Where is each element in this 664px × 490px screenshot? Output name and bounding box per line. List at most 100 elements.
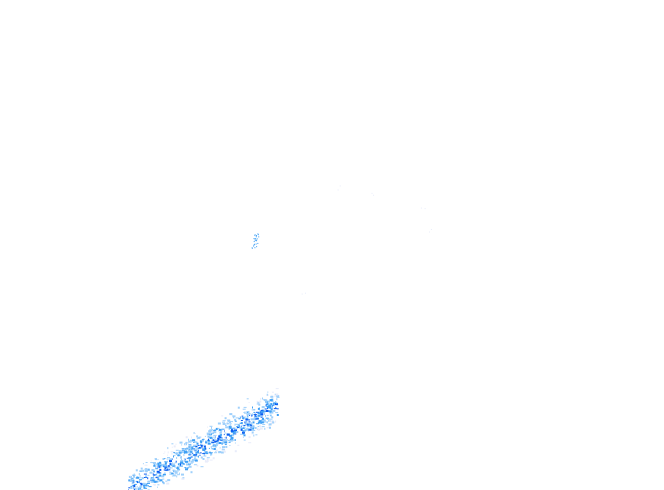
- radar-echo: [213, 436, 215, 438]
- radar-echo: [188, 457, 192, 460]
- radar-echo: [268, 425, 271, 427]
- radar-echo: [263, 412, 266, 414]
- radar-echo: [243, 434, 246, 437]
- radar-echo: [131, 480, 134, 482]
- radar-echo: [256, 423, 260, 425]
- radar-echo: [252, 406, 253, 409]
- radar-echo: [159, 461, 161, 464]
- radar-echo: [170, 451, 174, 453]
- radar-echo: [270, 395, 274, 398]
- radar-echo: [222, 440, 224, 442]
- radar-echo: [190, 460, 194, 463]
- radar-echo: [173, 445, 176, 448]
- radar-echo: [190, 442, 192, 444]
- radar-echo: [203, 444, 206, 446]
- radar-echo: [139, 476, 141, 479]
- radar-echo: [162, 482, 165, 485]
- radar-echo: [214, 440, 218, 443]
- radar-echo: [271, 407, 274, 409]
- radar-echo: [221, 415, 224, 417]
- radar-echo: [154, 474, 156, 476]
- radar-echo: [130, 475, 132, 477]
- radar-echo: [257, 234, 259, 236]
- radar-echo: [149, 471, 153, 474]
- radar-echo: [130, 485, 134, 487]
- radar-echo: [229, 445, 231, 446]
- radar-echo: [131, 482, 134, 485]
- radar-echo: [260, 397, 262, 400]
- radar-echo: [252, 413, 255, 415]
- radar-echo: [209, 429, 213, 432]
- radar-echo: [231, 427, 233, 429]
- radar-echo: [199, 454, 201, 456]
- radar-echo: [240, 427, 244, 429]
- radar-echo: [190, 471, 193, 474]
- radar-echo: [234, 433, 237, 435]
- radar-echo: [248, 428, 252, 431]
- radar-echo: [228, 441, 231, 443]
- radar-echo: [186, 457, 188, 459]
- radar-echo: [183, 463, 186, 465]
- radar-echo: [270, 408, 273, 411]
- radar-echo: [153, 480, 157, 483]
- radar-echo: [129, 480, 132, 482]
- radar-echo: [273, 408, 277, 410]
- radar-echo: [190, 460, 192, 462]
- radar-echo: [220, 451, 224, 454]
- radar-echo: [261, 409, 264, 412]
- radar-echo: [136, 476, 140, 479]
- radar-echo: [207, 436, 210, 438]
- radar-echo: [213, 438, 216, 441]
- radar-echo: [207, 460, 209, 462]
- radar-echo: [188, 446, 191, 448]
- radar-echo: [257, 407, 260, 410]
- radar-echo: [251, 414, 253, 417]
- radar-echo: [177, 470, 179, 472]
- radar-echo: [254, 234, 256, 236]
- radar-echo: [156, 473, 160, 474]
- radar-echo: [169, 458, 173, 461]
- radar-echo: [160, 462, 162, 465]
- radar-echo: [243, 412, 245, 413]
- radar-echo: [151, 480, 153, 483]
- radar-echo: [265, 404, 267, 407]
- radar-echo: [155, 458, 157, 461]
- radar-echo: [208, 451, 211, 453]
- radar-echo: [254, 415, 257, 417]
- radar-echo: [253, 411, 256, 413]
- radar-echo: [229, 424, 231, 427]
- radar-echo: [147, 481, 150, 483]
- radar-echo: [265, 410, 269, 412]
- radar-echo: [257, 233, 259, 235]
- radar-echo: [189, 462, 193, 464]
- radar-echo: [143, 473, 147, 475]
- radar-echo: [228, 425, 232, 428]
- radar-echo: [257, 428, 260, 431]
- radar-echo: [204, 453, 205, 456]
- radar-echo: [276, 403, 277, 405]
- radar-echo: [236, 426, 238, 427]
- radar-echo: [222, 421, 225, 423]
- radar-echo: [140, 487, 142, 489]
- radar-echo: [131, 485, 134, 487]
- radar-echo: [171, 458, 173, 460]
- radar-echo: [211, 442, 215, 444]
- radar-echo: [204, 435, 206, 437]
- radar-echo: [143, 486, 146, 489]
- radar-echo: [161, 475, 165, 478]
- radar-echo: [268, 405, 272, 408]
- radar-echo: [173, 471, 177, 473]
- radar-echo: [179, 461, 182, 463]
- radar-echo: [173, 452, 176, 454]
- radar-echo: [218, 451, 222, 453]
- radar-echo: [234, 423, 236, 426]
- radar-echo: [131, 477, 133, 479]
- radar-echo: [272, 404, 273, 407]
- radar-echo: [172, 462, 174, 465]
- radar-echo: [271, 391, 274, 393]
- radar-echo: [168, 469, 171, 471]
- radar-echo: [420, 207, 422, 209]
- radar-echo: [144, 464, 148, 466]
- radar-echo: [222, 446, 225, 449]
